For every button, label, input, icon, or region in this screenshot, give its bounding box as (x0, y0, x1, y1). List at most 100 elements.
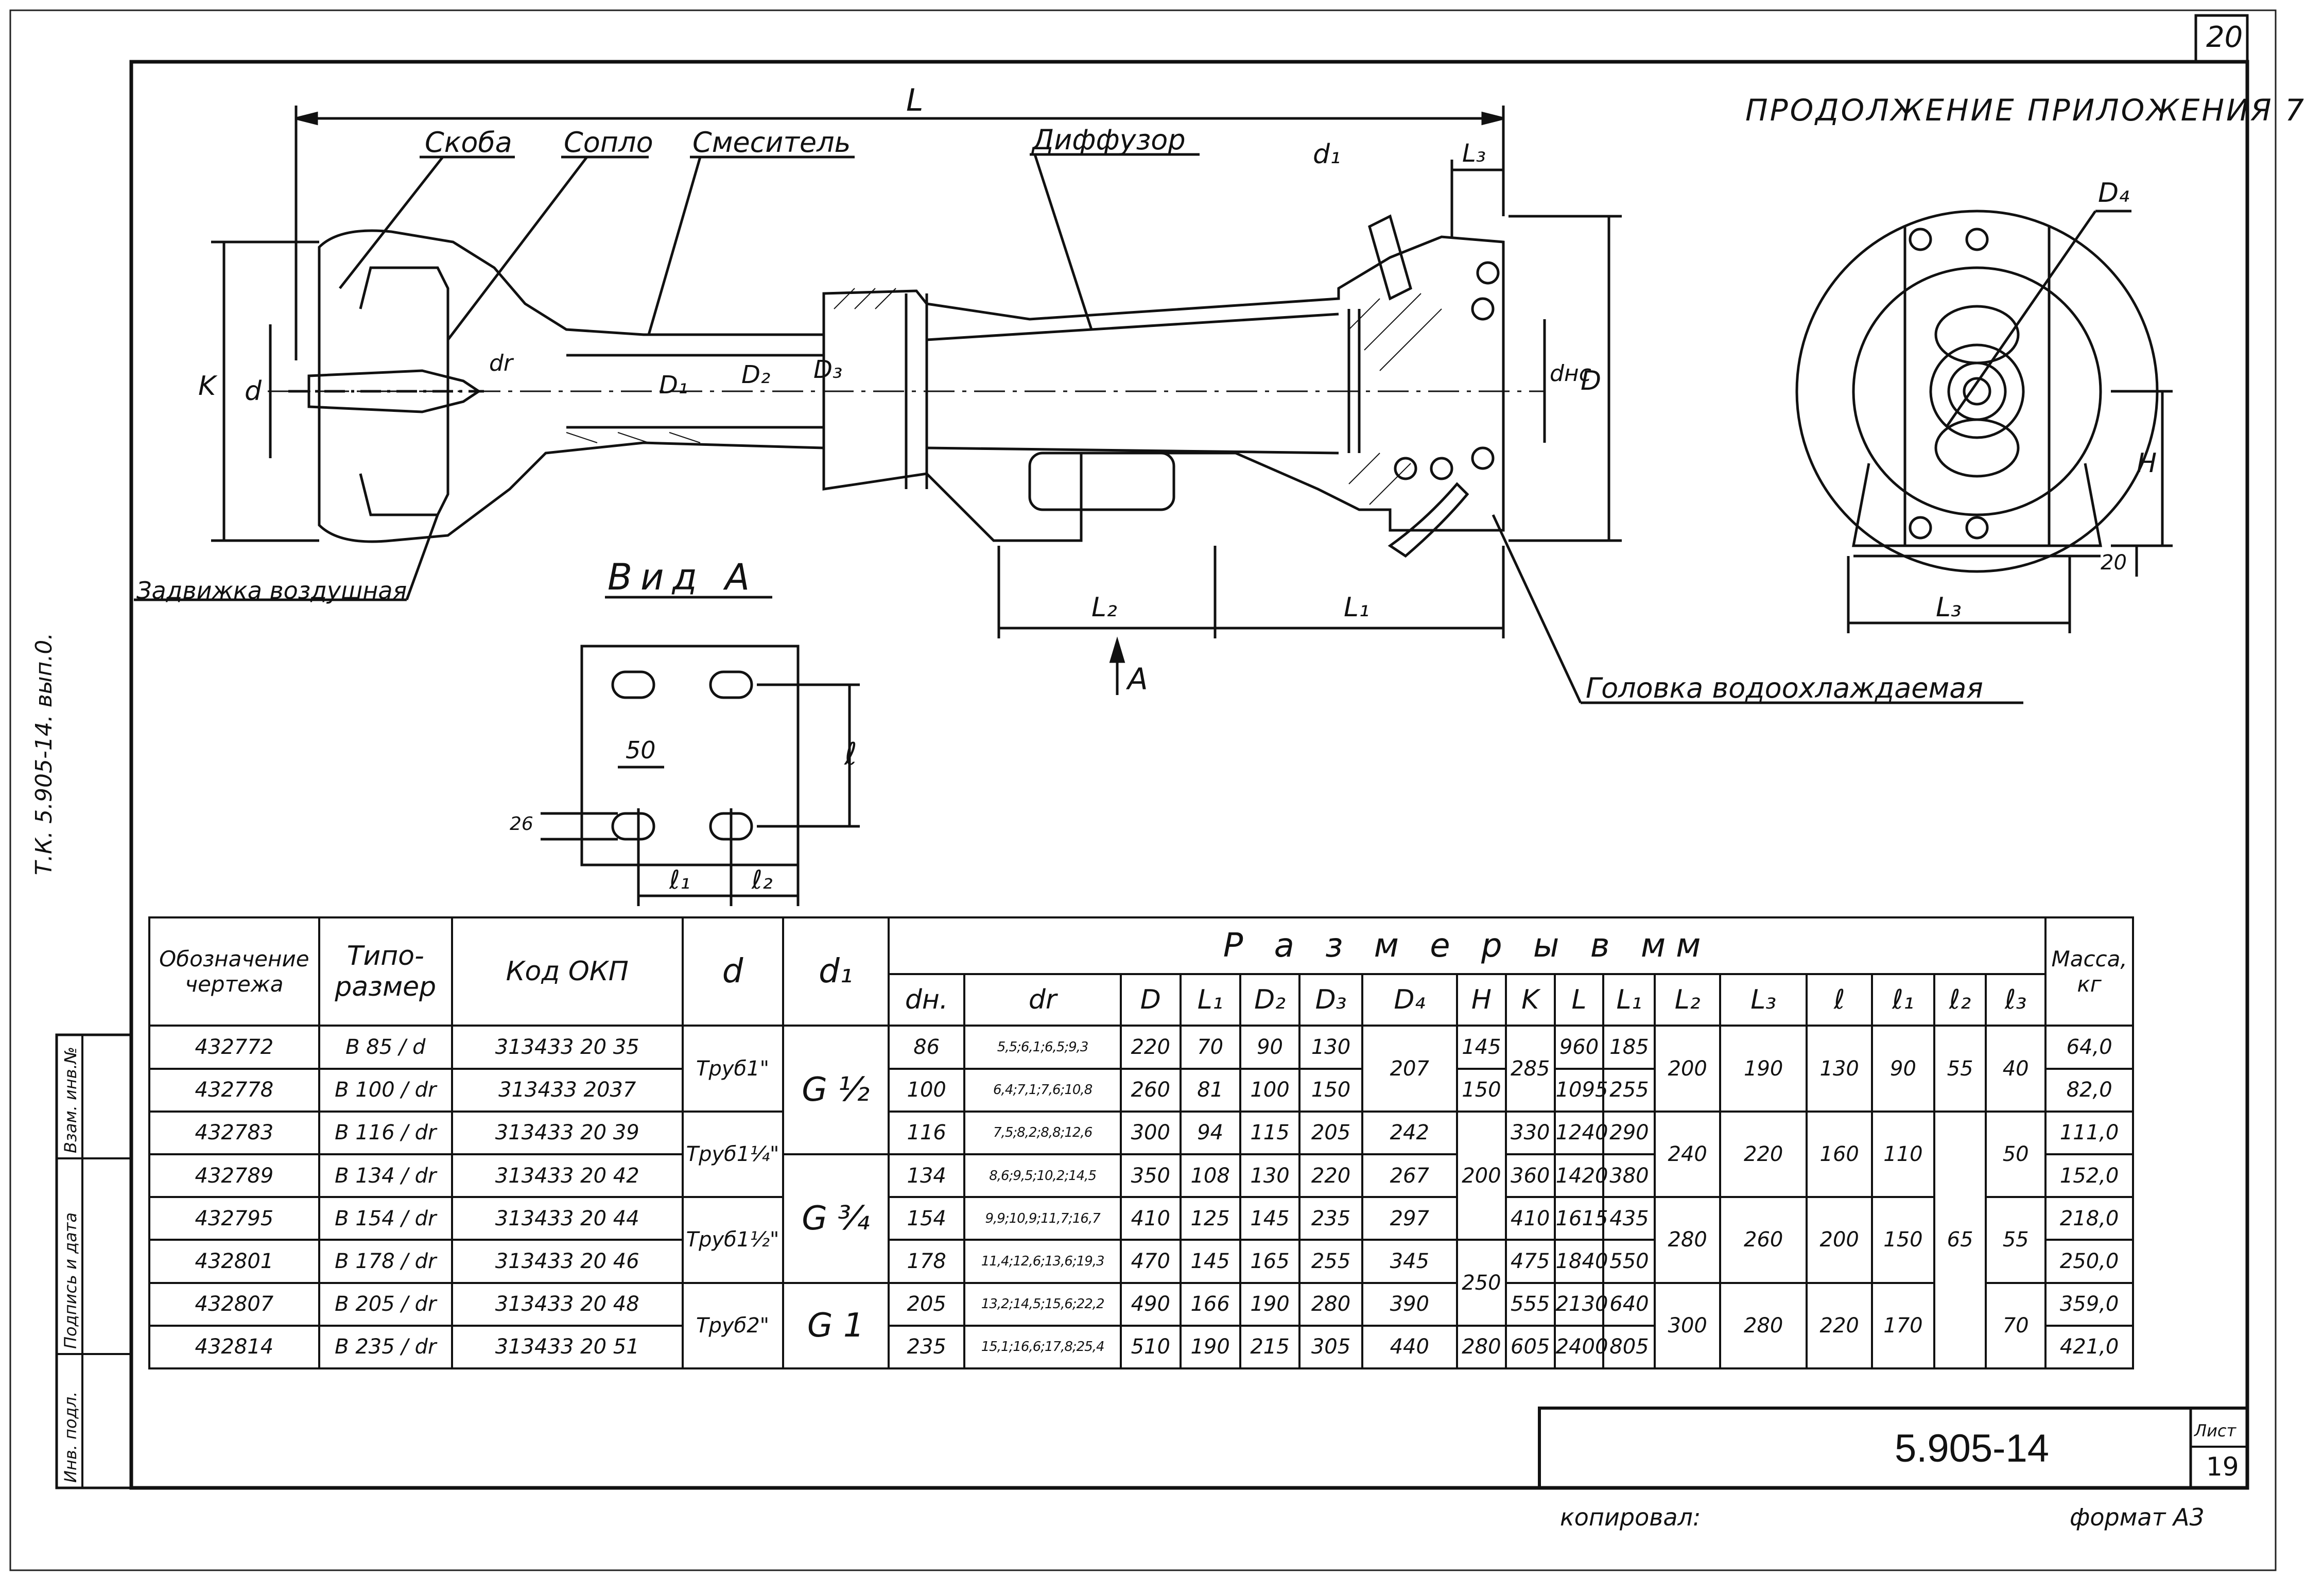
size-header-row: dн. dr D L₁ D₂ D₃ D₄ H K L L₁ L₂ L₃ ℓ ℓ₁… (149, 973, 2133, 1027)
cell-okp: 313433 20 48 (450, 1281, 684, 1327)
dim-D1: D₁ (659, 371, 688, 400)
th-sizes-group: Р а з м е р ы в мм (887, 916, 2047, 976)
cell-D3: 205 (1298, 1110, 1363, 1156)
cell-dn: 205 (887, 1281, 966, 1327)
dim-L3-front: L₃ (1936, 592, 1962, 623)
cell-D4: 297 (1361, 1196, 1458, 1241)
cell-L2: 240 (1654, 1110, 1721, 1199)
cell-D4: 345 (1361, 1239, 1458, 1284)
cell-mass: 421,0 (2044, 1324, 2134, 1370)
th-mass: Масса, кг (2044, 916, 2134, 1027)
cell-d: Труб1½" (681, 1196, 784, 1284)
cell-dr: 6,4;7,1;7,6;10,8 (963, 1067, 1122, 1113)
cell-L2: 280 (1654, 1196, 1721, 1284)
label-vid-a: Вид А (608, 556, 758, 598)
cell-L1a: 70 (1179, 1025, 1241, 1070)
cell-K: 330 (1504, 1110, 1556, 1156)
cell-L1: 380 (1602, 1153, 1656, 1199)
table-row: 432795 В 154 / dr 313433 20 44 Труб1½" 1… (148, 1196, 2134, 1284)
dim-dr: dr (489, 350, 513, 376)
main-border (129, 60, 2249, 1490)
table-row: 432807 В 205 / dr 313433 20 48 Труб2" G … (148, 1281, 2134, 1370)
table-row: 432801 В 178 / dr 313433 20 46 178 11,4;… (148, 1239, 2134, 1327)
cell-K: 605 (1504, 1324, 1556, 1370)
cell-d: Труб2" (681, 1281, 784, 1370)
cell-D3: 130 (1298, 1025, 1363, 1070)
cell-designation: 432814 (148, 1324, 320, 1370)
cell-L: 2130 (1553, 1281, 1608, 1327)
th-size: L₁ (1179, 973, 1241, 1027)
cell-mass: 152,0 (2044, 1153, 2134, 1199)
cell-l1: 150 (1870, 1196, 1936, 1284)
cell-D: 490 (1119, 1281, 1182, 1327)
cell-type: В 154 / dr (318, 1196, 453, 1241)
dim-50: 50 (626, 736, 656, 764)
cell-dn: 235 (887, 1324, 966, 1370)
cell-L1a: 94 (1179, 1110, 1241, 1156)
sheet-title: ПРОДОЛЖЕНИЕ ПРИЛОЖЕНИЯ 7 (1745, 93, 2306, 128)
dim-dnc: dнс (1550, 360, 1591, 387)
cell-dr: 11,4;12,6;13,6;19,3 (963, 1239, 1122, 1284)
cell-L: 1420 (1553, 1153, 1608, 1199)
cell-l3: 70 (1985, 1281, 2047, 1370)
label-golovka: Головка водоохлаждаемая (1586, 672, 1983, 704)
cell-type: В 134 / dr (318, 1153, 453, 1199)
dim-20: 20 (2101, 551, 2127, 575)
label-smesitel: Смеситель (692, 126, 851, 159)
cell-dr: 5,5;6,1;6,5;9,3 (963, 1025, 1122, 1070)
cell-D4: 267 (1361, 1153, 1458, 1199)
cell-D2: 165 (1239, 1239, 1301, 1284)
cell-D: 470 (1119, 1239, 1182, 1284)
cell-D2: 215 (1239, 1324, 1301, 1370)
cell-D4: 390 (1361, 1281, 1458, 1327)
cell-K: 285 (1504, 1025, 1556, 1113)
cell-l2: 65 (1933, 1110, 1987, 1370)
th-size: L₂ (1654, 973, 1721, 1027)
cell-d: Труб1¼" (681, 1110, 784, 1199)
cell-D2: 115 (1239, 1110, 1301, 1156)
specification-table: Обозначение чертежа Типо- размер Код ОКП… (148, 916, 2134, 1370)
cell-okp: 313433 20 46 (450, 1239, 684, 1284)
cell-mass: 218,0 (2044, 1196, 2134, 1241)
cell-dn: 116 (887, 1110, 966, 1156)
dim-d: d (245, 376, 262, 407)
cell-D: 510 (1119, 1324, 1182, 1370)
cell-dr: 8,6;9,5;10,2;14,5 (963, 1153, 1122, 1199)
th-size: ℓ₃ (1985, 973, 2047, 1027)
cell-l2: 55 (1933, 1025, 1987, 1113)
cell-type: В 100 / dr (318, 1067, 453, 1113)
binding-strip (55, 1033, 133, 1489)
dim-D4: D₄ (2098, 178, 2129, 209)
cell-L3: 190 (1719, 1025, 1808, 1113)
th-size: ℓ (1806, 973, 1873, 1027)
cell-L1a: 190 (1179, 1324, 1241, 1370)
cell-l: 220 (1806, 1281, 1873, 1370)
ejector-front-view (1795, 210, 2173, 633)
cell-D2: 145 (1239, 1196, 1301, 1241)
page-number-box (2194, 14, 2249, 63)
cell-D3: 220 (1298, 1153, 1363, 1199)
dim-K: K (198, 371, 216, 402)
table-row: 432789 В 134 / dr 313433 20 42 G ¾ 134 8… (148, 1153, 2134, 1284)
dim-D3: D₃ (813, 355, 843, 384)
strip-inv-podl: Инв. подл. (61, 1391, 80, 1483)
cell-H: 280 (1455, 1324, 1507, 1370)
outer-frame (9, 9, 2277, 1571)
th-d1: d₁ (782, 916, 890, 1027)
th-size: dн. (887, 973, 966, 1027)
cell-d1: G ½ (782, 1025, 890, 1156)
view-a-plate (541, 596, 860, 906)
cell-type: В 235 / dr (318, 1324, 453, 1370)
cell-l3: 40 (1985, 1025, 2047, 1113)
cell-D4: 207 (1361, 1025, 1458, 1113)
cell-designation: 432783 (148, 1110, 320, 1156)
cell-L1: 255 (1602, 1067, 1656, 1113)
dim-l: ℓ (844, 736, 857, 772)
cell-mass: 111,0 (2044, 1110, 2134, 1156)
cell-dn: 134 (887, 1153, 966, 1199)
cell-D2: 90 (1239, 1025, 1301, 1070)
cell-D4: 440 (1361, 1324, 1458, 1370)
cell-L: 1095 (1553, 1067, 1608, 1113)
cell-designation: 432789 (148, 1153, 320, 1199)
th-size: D₄ (1361, 973, 1458, 1027)
